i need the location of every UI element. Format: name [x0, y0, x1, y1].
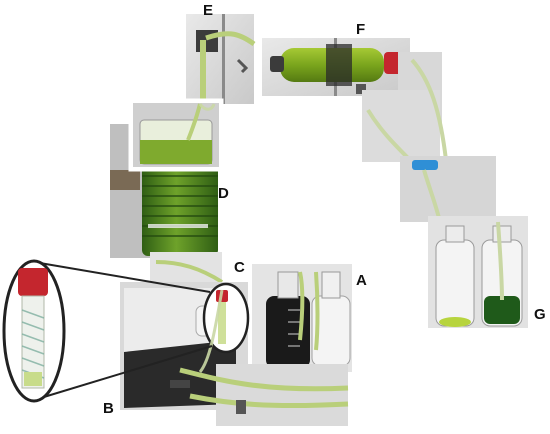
photo-d-beaker-inset: [128, 98, 224, 172]
tubing-path: [198, 103, 224, 373]
photo-tubing-upper-right: [362, 52, 448, 162]
photo-g-bottles: [428, 216, 528, 328]
label-b: B: [103, 400, 114, 417]
photo-e-tube-clamp: [186, 14, 256, 104]
label-d: D: [218, 185, 229, 202]
photo-f-bottle: [262, 38, 410, 96]
magnified-tube-inset: [2, 259, 213, 403]
photo-blue-connector: [400, 156, 496, 223]
photo-tubing-bottom: [179, 364, 349, 426]
label-e: E: [203, 2, 214, 19]
label-a: A: [356, 272, 367, 289]
label-f: F: [356, 21, 366, 38]
label-c: C: [234, 259, 245, 276]
photo-a-bottles: [252, 264, 352, 372]
label-g: G: [534, 306, 546, 323]
